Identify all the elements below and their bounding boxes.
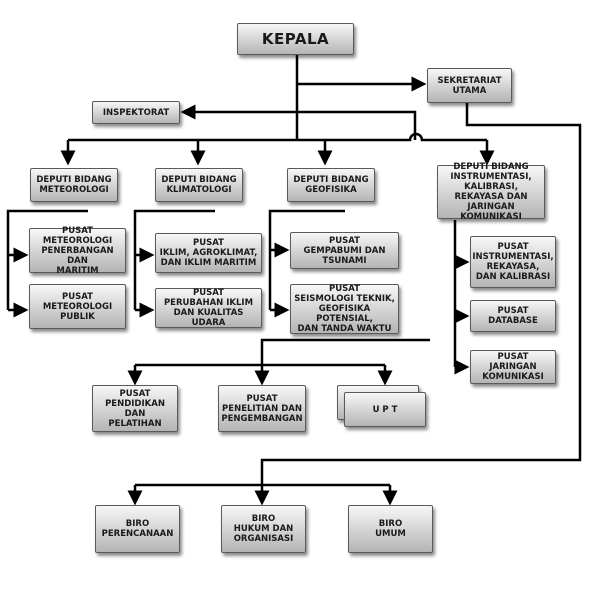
box-sekretariat-utama: SEKRETARIAT UTAMA bbox=[427, 68, 512, 103]
connector-geo-sub bbox=[268, 209, 345, 310]
box-pusat-instrumentasi: PUSAT INSTRUMENTASI, REKAYASA, DAN KALIB… bbox=[470, 236, 556, 288]
connector-met-sub bbox=[6, 209, 88, 310]
box-deputi-meteorologi: DEPUTI BIDANG METEOROLOGI bbox=[30, 168, 118, 202]
connector-klim-sub bbox=[133, 209, 215, 310]
box-pusat-jaringan: PUSAT JARINGAN KOMUNIKASI bbox=[470, 350, 556, 384]
box-inspektorat: INSPEKTORAT bbox=[92, 101, 180, 124]
box-kepala: KEPALA bbox=[237, 23, 354, 55]
box-pusat-perubahan-iklim: PUSAT PERUBAHAN IKLIM DAN KUALITAS UDARA bbox=[155, 288, 262, 328]
box-pusat-gempabumi: PUSAT GEMPABUMI DAN TSUNAMI bbox=[290, 232, 399, 269]
box-pusat-penelitian: PUSAT PENELITIAN DAN PENGEMBANGAN bbox=[218, 385, 306, 432]
box-pusat-iklim: PUSAT IKLIM, AGROKLIMAT, DAN IKLIM MARIT… bbox=[155, 233, 262, 273]
box-pusat-seismologi: PUSAT SEISMOLOGI TEKNIK, GEOFISIKA POTEN… bbox=[290, 284, 399, 334]
box-pusat-pendidikan: PUSAT PENDIDIKAN DAN PELATIHAN bbox=[92, 385, 178, 432]
box-deputi-instrumentasi: DEPUTI BIDANG INSTRUMENTASI, KALIBRASI, … bbox=[437, 162, 545, 222]
box-deputi-klimatologi: DEPUTI BIDANG KLIMATOLOGI bbox=[155, 168, 243, 202]
box-pusat-meteorologi-penerbangan: PUSAT METEOROLOGI PENERBANGAN DAN MARITI… bbox=[29, 226, 126, 276]
connector-biro-route bbox=[260, 103, 582, 485]
box-biro-hukum: BIRO HUKUM DAN ORGANISASI bbox=[221, 505, 306, 553]
connector-inspektorat bbox=[180, 104, 417, 140]
box-pusat-meteorologi-publik: PUSAT METEOROLOGI PUBLIK bbox=[29, 284, 126, 329]
box-deputi-geofisika: DEPUTI BIDANG GEOFISIKA bbox=[287, 168, 375, 202]
box-biro-umum: BIRO UMUM bbox=[348, 505, 433, 553]
box-upt: U P T bbox=[344, 392, 426, 427]
deputy-bar bbox=[68, 132, 487, 142]
connector-pusat-row bbox=[260, 338, 430, 365]
box-pusat-database: PUSAT DATABASE bbox=[470, 300, 556, 332]
box-biro-perencanaan: BIRO PERENCANAAN bbox=[95, 505, 180, 553]
